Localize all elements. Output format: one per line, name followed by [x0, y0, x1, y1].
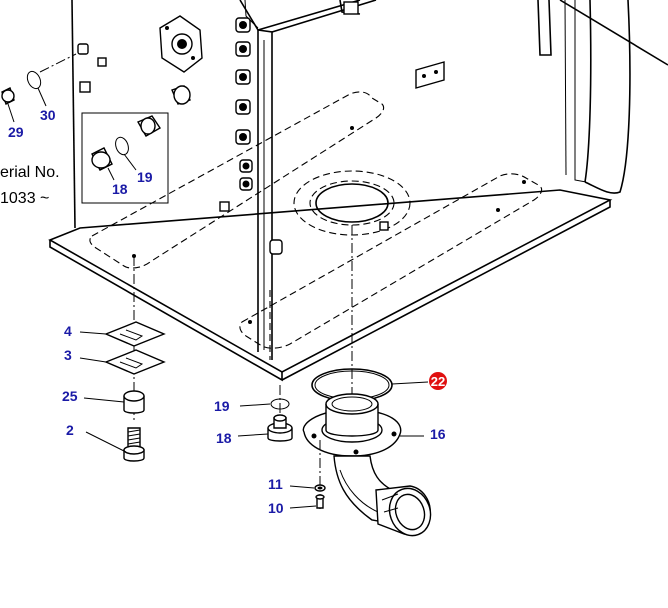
callout-19-inset: 19	[137, 169, 153, 185]
part-29-plug	[1, 87, 15, 123]
callout-10: 10	[268, 500, 284, 516]
small-fitting	[79, 81, 91, 93]
inset-detail-box	[81, 112, 169, 204]
serial-note-line2: 1033 ~	[0, 190, 49, 207]
callout-2: 2	[66, 422, 74, 438]
small-fitting	[219, 201, 230, 212]
callout-4: 4	[64, 323, 72, 339]
part-4-shim	[79, 321, 166, 347]
callout-18-inset: 18	[112, 181, 128, 197]
mounting-bracket	[415, 61, 445, 89]
small-fitting	[269, 239, 283, 255]
callout-29: 29	[8, 124, 24, 140]
square-flange	[159, 15, 203, 73]
callout-19: 19	[214, 398, 230, 414]
callout-30: 30	[40, 107, 56, 123]
tank-body	[48, 0, 668, 382]
round-boss	[171, 85, 191, 105]
suction-assembly	[289, 225, 432, 537]
part-2-bolt	[85, 427, 145, 462]
fitting-port	[235, 17, 253, 191]
callout-16: 16	[430, 426, 446, 442]
part-18-plug-inset	[91, 147, 115, 181]
callout-labels: 29 30 19 18 4 3 25 2 19 18 11 10 16	[8, 107, 446, 516]
small-fitting	[77, 43, 89, 55]
callout-11: 11	[268, 476, 283, 492]
part-11-washer	[289, 484, 326, 492]
wall-fittings	[77, 15, 526, 324]
part-30-oring	[26, 53, 77, 107]
hidden-plates	[89, 91, 543, 360]
part-10-bolt	[289, 494, 325, 509]
serial-note: erial No. 1033 ~	[0, 164, 60, 207]
drain-assembly	[237, 385, 293, 442]
serial-note-line1: erial No.	[0, 164, 60, 181]
callout-22: 22	[431, 374, 445, 389]
part-19-oring	[239, 398, 290, 410]
part-3-shim	[79, 349, 166, 375]
callout-22-badge: 22	[429, 372, 447, 390]
callout-25: 25	[62, 388, 78, 404]
callout-3: 3	[64, 347, 72, 363]
small-fitting	[379, 221, 389, 231]
small-fitting	[97, 57, 107, 67]
callout-18: 18	[216, 430, 232, 446]
part-18-drain-plug	[237, 414, 293, 442]
part-16-elbow	[302, 393, 432, 537]
part-19-oring-inset	[115, 136, 137, 171]
part-25-spacer	[83, 390, 145, 414]
mount-stack	[79, 256, 166, 462]
